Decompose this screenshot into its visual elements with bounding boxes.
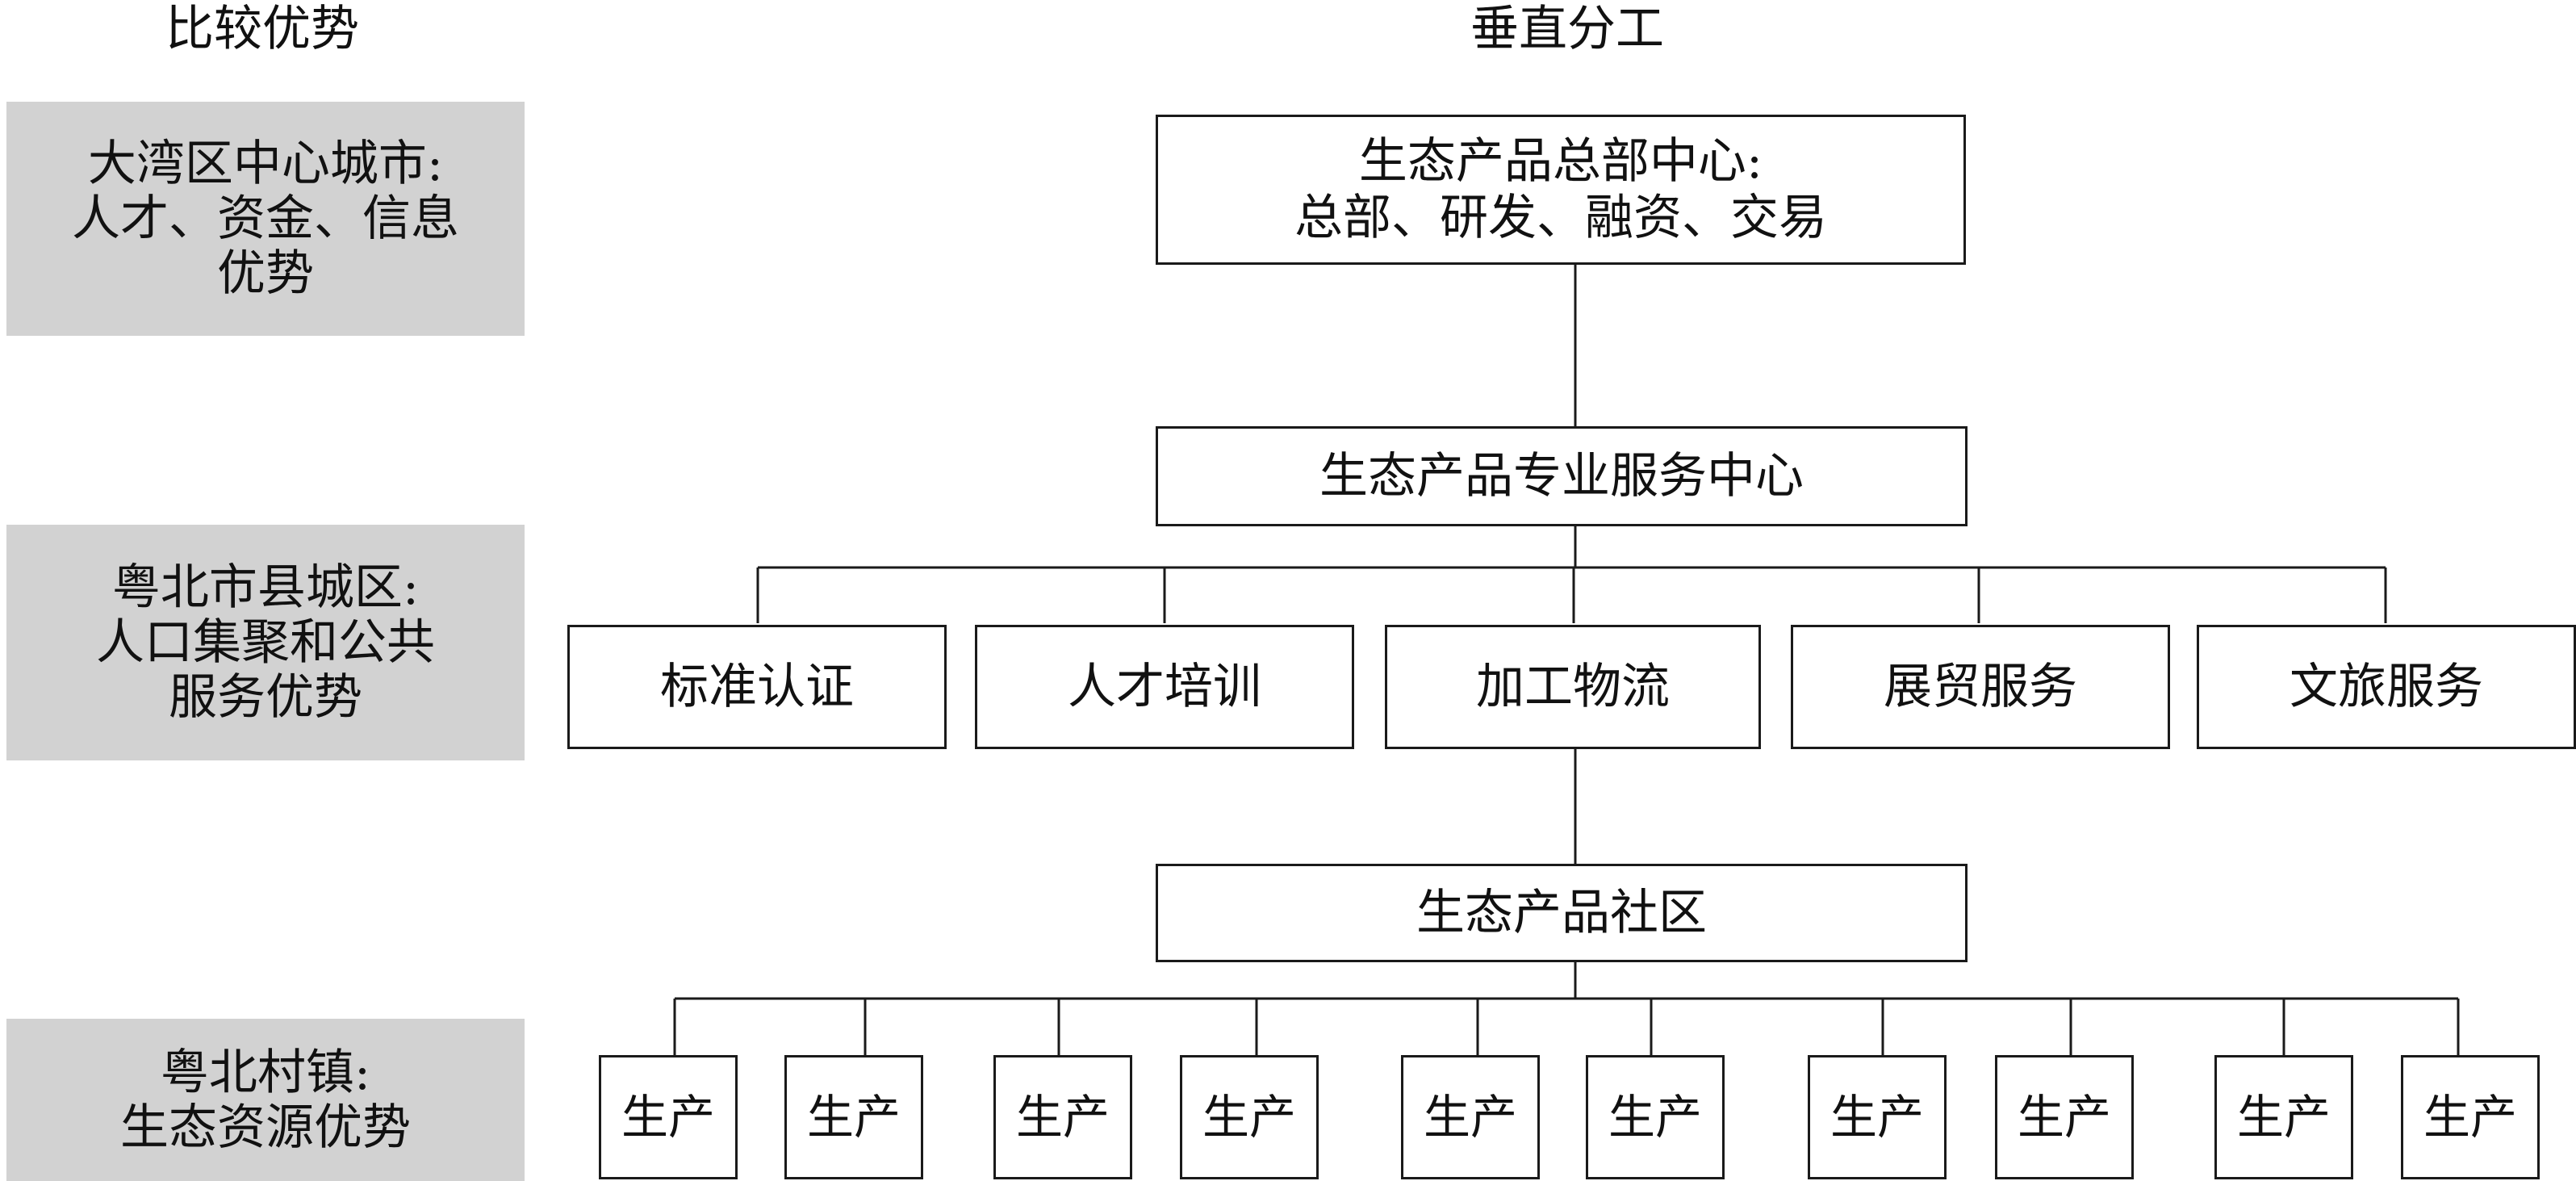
county-city-advantage-panel: 粤北市县城区: 人口集聚和公共 服务优势 xyxy=(6,525,525,760)
professional-service-center-box: 生态产品专业服务中心 xyxy=(1156,426,1968,526)
advantage-line: 人才、资金、信息 xyxy=(72,191,459,247)
village-town-advantage-panel: 粤北村镇: 生态资源优势 xyxy=(6,1019,525,1181)
production-box: 生产 xyxy=(599,1055,738,1179)
ecological-community-box: 生态产品社区 xyxy=(1156,864,1968,962)
box-label: 生产 xyxy=(1830,1090,1924,1145)
production-box: 生产 xyxy=(1808,1055,1947,1179)
box-label: 加工物流 xyxy=(1476,659,1670,715)
advantage-line: 粤北市县城区: xyxy=(111,559,420,616)
advantage-line: 生态资源优势 xyxy=(120,1099,411,1156)
production-box: 生产 xyxy=(2214,1055,2353,1179)
box-label: 生产 xyxy=(621,1090,715,1145)
box-label: 标准认证 xyxy=(660,659,854,715)
box-label: 生产 xyxy=(1202,1090,1296,1145)
advantage-line: 优势 xyxy=(217,245,314,302)
production-box: 生产 xyxy=(1401,1055,1540,1179)
production-box: 生产 xyxy=(1586,1055,1725,1179)
box-label: 生产 xyxy=(2236,1090,2331,1145)
service-box-processing-logistics: 加工物流 xyxy=(1385,625,1761,749)
advantage-line: 人口集聚和公共 xyxy=(96,614,435,671)
comparative-advantage-heading: 比较优势 xyxy=(165,1,359,57)
advantage-line: 服务优势 xyxy=(169,669,362,726)
advantage-line: 大湾区中心城市: xyxy=(87,136,444,192)
box-label: 生产 xyxy=(2423,1090,2517,1145)
box-label: 人才培训 xyxy=(1068,659,1261,715)
bay-area-advantage-panel: 大湾区中心城市: 人才、资金、信息 优势 xyxy=(6,102,525,336)
production-box: 生产 xyxy=(2401,1055,2540,1179)
headquarters-center-box: 生态产品总部中心: 总部、研发、融资、交易 xyxy=(1156,115,1966,265)
box-label: 生态产品社区 xyxy=(1416,885,1707,941)
advantage-line: 粤北村镇: xyxy=(160,1044,371,1101)
box-line: 总部、研发、融资、交易 xyxy=(1294,190,1827,246)
production-box: 生产 xyxy=(784,1055,923,1179)
service-box-training: 人才培训 xyxy=(975,625,1354,749)
service-box-culture-tourism: 文旅服务 xyxy=(2197,625,2576,749)
box-label: 生产 xyxy=(1608,1090,1702,1145)
box-line: 生态产品总部中心: xyxy=(1358,133,1763,190)
service-box-certification: 标准认证 xyxy=(567,625,947,749)
box-label: 文旅服务 xyxy=(2290,659,2483,715)
production-box: 生产 xyxy=(993,1055,1132,1179)
box-label: 生态产品专业服务中心 xyxy=(1319,448,1804,505)
production-box: 生产 xyxy=(1180,1055,1319,1179)
production-box: 生产 xyxy=(1995,1055,2134,1179)
box-label: 展贸服务 xyxy=(1884,659,2077,715)
box-label: 生产 xyxy=(2017,1090,2111,1145)
box-label: 生产 xyxy=(1015,1090,1110,1145)
vertical-division-heading: 垂直分工 xyxy=(1470,1,1664,57)
service-box-exhibition-trade: 展贸服务 xyxy=(1791,625,2170,749)
box-label: 生产 xyxy=(806,1090,901,1145)
box-label: 生产 xyxy=(1423,1090,1517,1145)
